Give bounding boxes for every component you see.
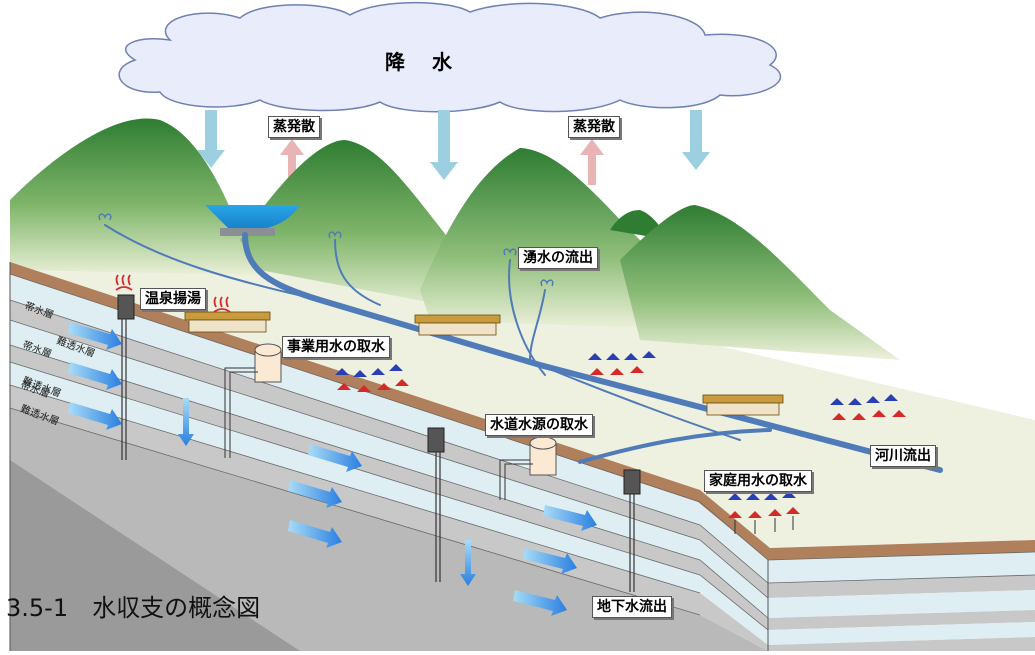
- house-clusters: [335, 351, 906, 534]
- spring-icons: [98, 213, 554, 287]
- precipitation-label: 降 水: [385, 50, 462, 74]
- vertical-leakage-arrows: [178, 398, 476, 586]
- groundwater-outflow-label: 地下水流出: [592, 596, 672, 618]
- rain-arrows: [197, 110, 710, 180]
- evapotranspiration-label-right: 蒸発散: [568, 116, 620, 138]
- cloud: [118, 1, 782, 113]
- spring-outflow-label: 湧水の流出: [518, 247, 598, 269]
- river-network: [104, 224, 943, 473]
- subsurface-layers: [9, 262, 1035, 651]
- factory-buildings: [184, 311, 784, 416]
- figure-caption: 3.5-1 水収支の概念図: [6, 594, 261, 622]
- water-tanks: [224, 343, 557, 500]
- groundwater-flow-arrows: [68, 322, 597, 616]
- evap-arrows: [280, 139, 604, 185]
- lake: [205, 205, 300, 230]
- ground-surface: [10, 230, 1035, 548]
- waterworks-intake-label: 水道水源の取水: [485, 414, 593, 436]
- wells: [117, 294, 641, 592]
- dam: [220, 228, 275, 236]
- evapotranspiration-label-left: 蒸発散: [268, 116, 320, 138]
- hot-spring-icons: [115, 274, 231, 313]
- river-outflow-label: 河川流出: [870, 445, 936, 467]
- industrial-water-intake-label: 事業用水の取水: [282, 336, 390, 358]
- hot-spring-pumping-label: 温泉揚湯: [140, 288, 206, 310]
- household-water-intake-label: 家庭用水の取水: [704, 470, 812, 492]
- mountains: [10, 118, 900, 360]
